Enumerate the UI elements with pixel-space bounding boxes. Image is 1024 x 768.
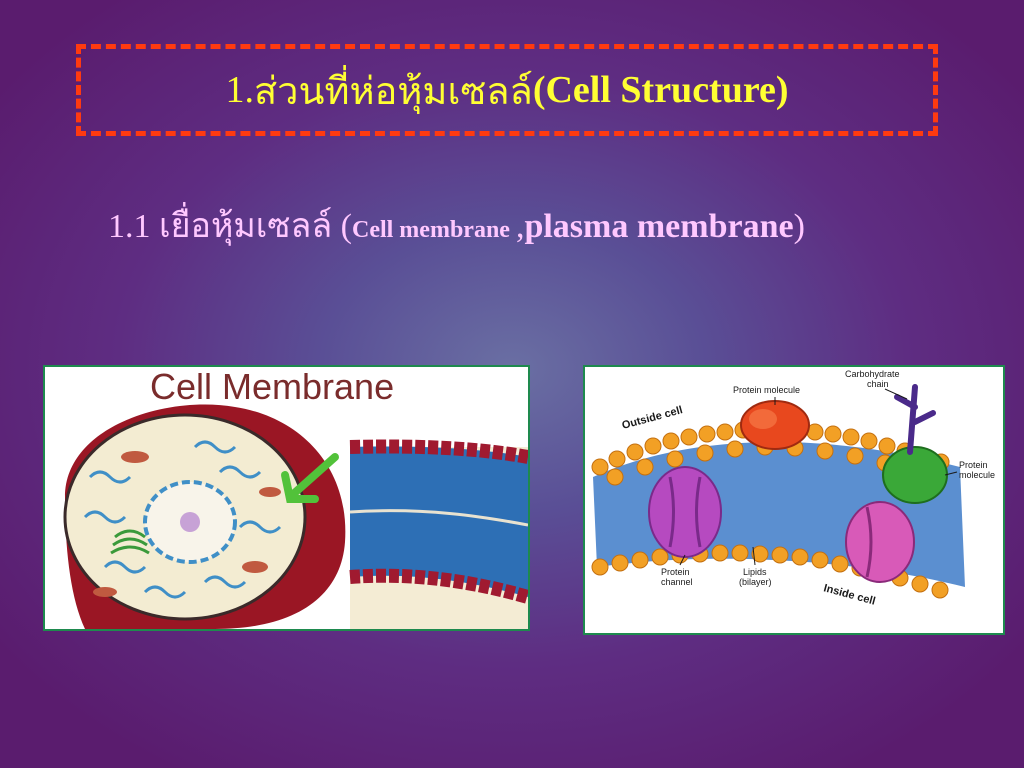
protein-channel-right [845, 501, 915, 583]
slide-subtitle: 1.1 เยื่อหุ้มเซลล์ (Cell membrane ,plasm… [108, 198, 988, 252]
subtitle-close: ) [793, 208, 805, 245]
protein-right-label-2: molecule [959, 470, 995, 480]
protein-molecule-top [740, 400, 810, 450]
title-thai: ส่วนที่ห่อหุ้มเซลล์ [253, 70, 533, 113]
protein-right-label-1: Protein [959, 460, 988, 470]
carbohydrate-label-1: Carbohydrate [845, 369, 900, 379]
bilayer-zoom [349, 439, 528, 629]
lipids-label-2: (bilayer) [739, 577, 772, 587]
arrow-icon [281, 453, 339, 503]
subtitle-thai: เยื่อหุ้มเซลล์ ( [159, 208, 352, 245]
figure-heading: Cell Membrane [150, 367, 394, 407]
protein-molecule-label: Protein molecule [733, 385, 800, 395]
protein-channel-label-2: channel [661, 577, 693, 587]
fluid-mosaic-figure: Protein molecule Carbohydrate chain Prot… [583, 365, 1005, 635]
endoplasmic-reticulum [83, 440, 282, 599]
leader-lines [679, 388, 958, 566]
title-number: 1. [225, 69, 254, 111]
outside-cell-label: Outside cell [621, 404, 684, 432]
golgi-apparatus [110, 529, 150, 555]
protein-channel [648, 466, 722, 558]
carbohydrate-label-2: chain [867, 379, 889, 389]
slide-title: 1. ส่วนที่ห่อหุ้มเซลล์ (Cell Structure) [76, 44, 938, 136]
title-frame [76, 44, 938, 136]
lipids-label-1: Lipids [743, 567, 767, 577]
subtitle-term-cell-membrane: Cell membrane [351, 217, 516, 243]
inside-cell-label: Inside cell [822, 582, 876, 607]
nucleolus [180, 512, 200, 532]
cell-membrane-illustration: Cell Membrane [63, 367, 528, 629]
subtitle-separator: , [515, 208, 525, 245]
protein-channel-label-1: Protein [661, 567, 690, 577]
mitochondria [93, 451, 281, 597]
title-english: (Cell Structure) [532, 69, 789, 111]
cell-membrane-figure: Cell Membrane [43, 365, 530, 631]
protein-molecule-right [882, 446, 948, 504]
carbohydrate-chain [894, 384, 936, 455]
subtitle-number: 1.1 [108, 208, 159, 245]
fluid-mosaic-illustration: Protein molecule Carbohydrate chain Prot… [591, 369, 995, 608]
subtitle-term-plasma-membrane: plasma membrane [524, 208, 794, 245]
